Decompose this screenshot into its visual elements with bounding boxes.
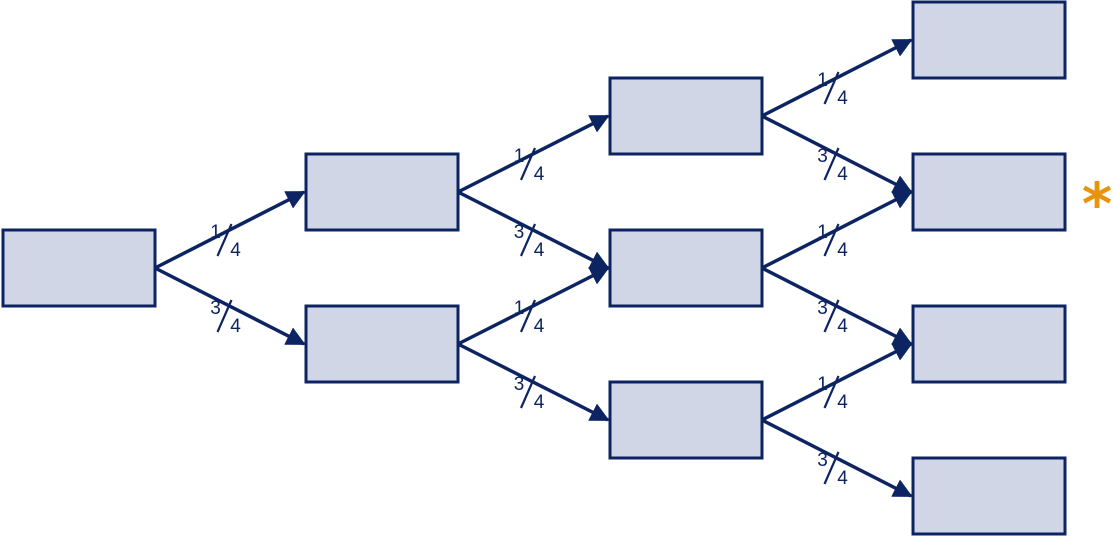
probability-denominator: 4	[534, 316, 545, 337]
probability-label: 14	[514, 146, 545, 185]
probability-denominator: 4	[534, 392, 545, 413]
probability-denominator: 4	[534, 240, 545, 261]
nodes-layer	[1, 0, 1067, 536]
probability-denominator: 4	[837, 88, 848, 109]
probability-numerator: 3	[210, 298, 221, 319]
outcome-box-level-0-1	[1, 228, 157, 308]
fraction-slash	[519, 223, 537, 257]
probability-denominator: 4	[837, 468, 848, 489]
probability-numerator: 3	[817, 146, 828, 167]
probability-label: 34	[210, 298, 241, 337]
fraction-slash	[519, 375, 537, 409]
probability-denominator: 4	[534, 164, 545, 185]
probability-denominator: 4	[837, 392, 848, 413]
probability-denominator: 4	[837, 240, 848, 261]
probability-numerator: 3	[817, 450, 828, 471]
fraction-slash	[823, 299, 840, 333]
probability-numerator: 1	[514, 298, 525, 319]
fraction-slash	[823, 375, 840, 409]
fraction-slash	[823, 147, 840, 181]
fraction-slash	[823, 71, 840, 105]
probability-label: 14	[514, 298, 545, 337]
probability-label: 34	[514, 222, 545, 261]
outcome-box-level-3-4	[911, 456, 1067, 536]
probability-denominator: 4	[837, 316, 848, 337]
outcome-box-level-2-1	[608, 76, 764, 156]
probability-numerator: 1	[817, 70, 828, 91]
probability-label: 14	[210, 222, 241, 261]
fraction-slash	[823, 451, 840, 485]
probability-label: 34	[514, 374, 545, 413]
edges-layer	[154, 38, 913, 498]
outcome-box-level-3-2	[911, 152, 1067, 232]
probability-denominator: 4	[837, 164, 848, 185]
fraction-slash	[823, 223, 840, 257]
fraction-slash	[216, 299, 233, 333]
outcome-box-level-1-1	[304, 152, 460, 232]
probability-numerator: 3	[514, 222, 525, 243]
outcome-box-level-3-3	[911, 304, 1067, 384]
probability-label: 34	[817, 450, 848, 489]
probability-label: 34	[817, 298, 848, 337]
probability-numerator: 1	[817, 222, 828, 243]
probability-denominator: 4	[230, 316, 241, 337]
fraction-slash	[216, 223, 233, 257]
probability-label: 14	[817, 70, 848, 109]
probability-denominator: 4	[230, 240, 241, 261]
probability-numerator: 1	[817, 374, 828, 395]
outcome-box-level-2-3	[608, 380, 764, 460]
fraction-slash	[519, 147, 537, 181]
outcome-box-level-3-1	[911, 0, 1067, 80]
probability-label: 14	[817, 374, 848, 413]
probability-numerator: 3	[817, 298, 828, 319]
probability-label: 14	[817, 222, 848, 261]
probability-numerator: 1	[514, 146, 525, 167]
highlight-asterisk-marker: *	[1082, 170, 1112, 238]
fraction-slash	[519, 299, 537, 333]
outcome-box-level-2-2	[608, 228, 764, 308]
probability-numerator: 1	[210, 222, 221, 243]
outcome-box-level-1-2	[304, 304, 460, 384]
probability-label: 34	[817, 146, 848, 185]
probability-numerator: 3	[514, 374, 525, 395]
